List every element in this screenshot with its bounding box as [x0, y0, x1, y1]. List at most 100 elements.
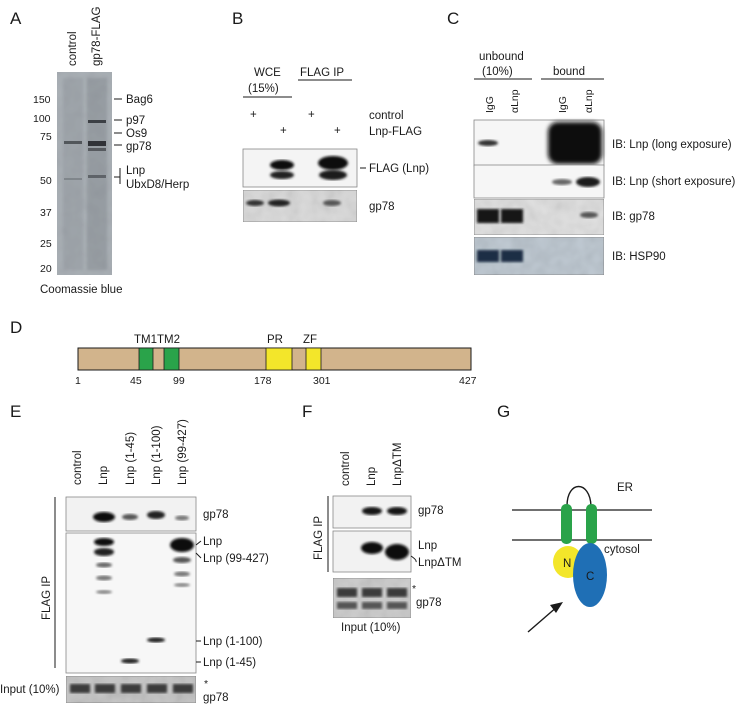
blot-gp78-f	[332, 495, 412, 529]
panel-a-letter: A	[10, 9, 22, 28]
band-ubxd8-herp: UbxD8/Herp	[126, 179, 189, 191]
pos-178: 178	[254, 375, 272, 387]
lumenal-loop	[566, 486, 592, 507]
input-gp78-label-e: gp78	[203, 692, 229, 704]
panel-b-letter: B	[232, 9, 243, 28]
asterisk-e: *	[204, 678, 208, 690]
lane-alnp-unbound: αLnp	[509, 89, 521, 113]
er-label: ER	[617, 482, 633, 494]
blot-lnp-label-f: Lnp	[418, 540, 437, 552]
coomassie-caption: Coomassie blue	[40, 284, 122, 296]
blot-lnp-long	[473, 119, 605, 167]
band-lnp: Lnp	[126, 165, 145, 177]
pr-label: PR	[267, 334, 283, 346]
pos-301: 301	[313, 375, 331, 387]
plus-ip-lnp: +	[334, 125, 341, 137]
lane-e-lnp: Lnp	[98, 466, 110, 485]
lane-e-control: control	[72, 450, 84, 485]
pos-1: 1	[75, 375, 81, 387]
blot-gp78-b	[242, 189, 358, 223]
blot-input-f	[332, 577, 412, 619]
cytosol-label: cytosol	[604, 544, 640, 556]
band-p97: p97	[126, 115, 145, 127]
lane-f-lnp: Lnp	[366, 467, 378, 486]
tm1-domain	[138, 347, 154, 371]
row-control-label: control	[369, 110, 404, 122]
pos-45: 45	[130, 375, 142, 387]
flag-ip-label-e: FLAG IP	[41, 576, 53, 620]
panel-f-letter: F	[302, 402, 312, 421]
mw-marker-75: 75	[40, 131, 52, 143]
row-lnp-flag-label: Lnp-FLAG	[369, 126, 422, 138]
flag-ip-label: FLAG IP	[300, 67, 344, 79]
band-gp78: gp78	[126, 141, 152, 153]
lane-e-lnp-1-100: Lnp (1-100)	[151, 425, 163, 485]
panel-a-label-ticks	[114, 98, 122, 184]
mw-marker-100: 100	[33, 113, 51, 125]
blot-lnp-f	[332, 530, 412, 573]
wce-label: WCE	[254, 67, 281, 79]
n-terminus-label: N	[563, 558, 571, 570]
blot-hsp90	[473, 236, 605, 276]
tm2-label: TM2	[157, 334, 180, 346]
lane-e-lnp-99-427: Lnp (99-427)	[177, 419, 189, 485]
blot-gp78-label-c: IB: gp78	[612, 211, 655, 223]
lane-gp78-flag-label: gp78-FLAG	[91, 6, 103, 66]
unbound-label: unbound	[479, 51, 524, 63]
plus-wce-control: +	[250, 109, 257, 121]
blot-lnp-long-label: IB: Lnp (long exposure)	[612, 139, 732, 151]
arrow-shaft	[527, 605, 559, 633]
zf-domain	[305, 347, 322, 371]
lane-f-lnp-dtm: LnpΔTM	[392, 443, 404, 486]
band-os9: Os9	[126, 128, 147, 140]
panel-g-letter: G	[497, 402, 510, 421]
blot-lnp-1-100-label: Lnp (1-100)	[203, 636, 263, 648]
zf-label: ZF	[303, 334, 317, 346]
coomassie-gel	[57, 72, 112, 275]
tm1-helix	[561, 504, 572, 544]
c-terminus	[573, 543, 607, 607]
lane-igg-unbound: IgG	[484, 96, 496, 113]
blot-gp78-c	[473, 198, 605, 236]
lane-alnp-bound: αLnp	[583, 89, 595, 113]
blot-input-e	[65, 675, 197, 704]
blot-hsp90-label: IB: HSP90	[612, 251, 666, 263]
unbound-percent-label: (10%)	[482, 66, 513, 78]
pos-427: 427	[459, 375, 477, 387]
panel-e-letter: E	[10, 402, 21, 421]
panel-c-letter: C	[447, 9, 459, 28]
blot-lnp-1-45-label: Lnp (1-45)	[203, 657, 256, 669]
panel-d-letter: D	[10, 318, 22, 337]
blot-gp78-label-b: gp78	[369, 201, 395, 213]
blot-lnp-short-label: IB: Lnp (short exposure)	[612, 176, 736, 188]
mw-marker-37: 37	[40, 207, 52, 219]
plus-wce-lnp: +	[280, 125, 287, 137]
blot-flag-lnp	[242, 148, 358, 188]
blot-gp78-e	[65, 496, 197, 532]
panel-g: G ER cytosol N C	[497, 402, 652, 633]
blot-gp78-label-f: gp78	[418, 505, 444, 517]
blot-gp78-label-e: gp78	[203, 509, 229, 521]
blot-lnp-dtm-label-f: LnpΔTM	[418, 557, 461, 569]
c-terminus-label: C	[586, 571, 594, 583]
tm2-domain	[163, 347, 180, 371]
panel-c: C unbound (10%) bound IgG αLnp IgG αLnp	[447, 9, 736, 276]
bound-label: bound	[553, 66, 585, 78]
input-label-f: Input (10%)	[341, 622, 401, 634]
mw-marker-150: 150	[33, 94, 51, 106]
plus-ip-control: +	[308, 109, 315, 121]
band-bag6: Bag6	[126, 94, 153, 106]
pos-99: 99	[173, 375, 185, 387]
lane-e-lnp-1-45: Lnp (1-45)	[125, 432, 137, 485]
input-gp78-label-f: gp78	[416, 597, 442, 609]
blot-lnp-99-427-label: Lnp (99-427)	[203, 553, 269, 565]
panel-d: D TM1 TM2 PR ZF 1 45 99 178 301 427	[10, 318, 477, 387]
tm1-label: TM1	[134, 334, 157, 346]
lane-igg-bound: IgG	[557, 96, 569, 113]
asterisk-f: *	[412, 583, 416, 595]
blot-lnp-e	[65, 532, 197, 674]
mw-marker-50: 50	[40, 175, 52, 187]
panel-b: B WCE (15%) FLAG IP + + + + control Lnp-…	[232, 9, 429, 223]
mw-marker-20: 20	[40, 263, 52, 275]
